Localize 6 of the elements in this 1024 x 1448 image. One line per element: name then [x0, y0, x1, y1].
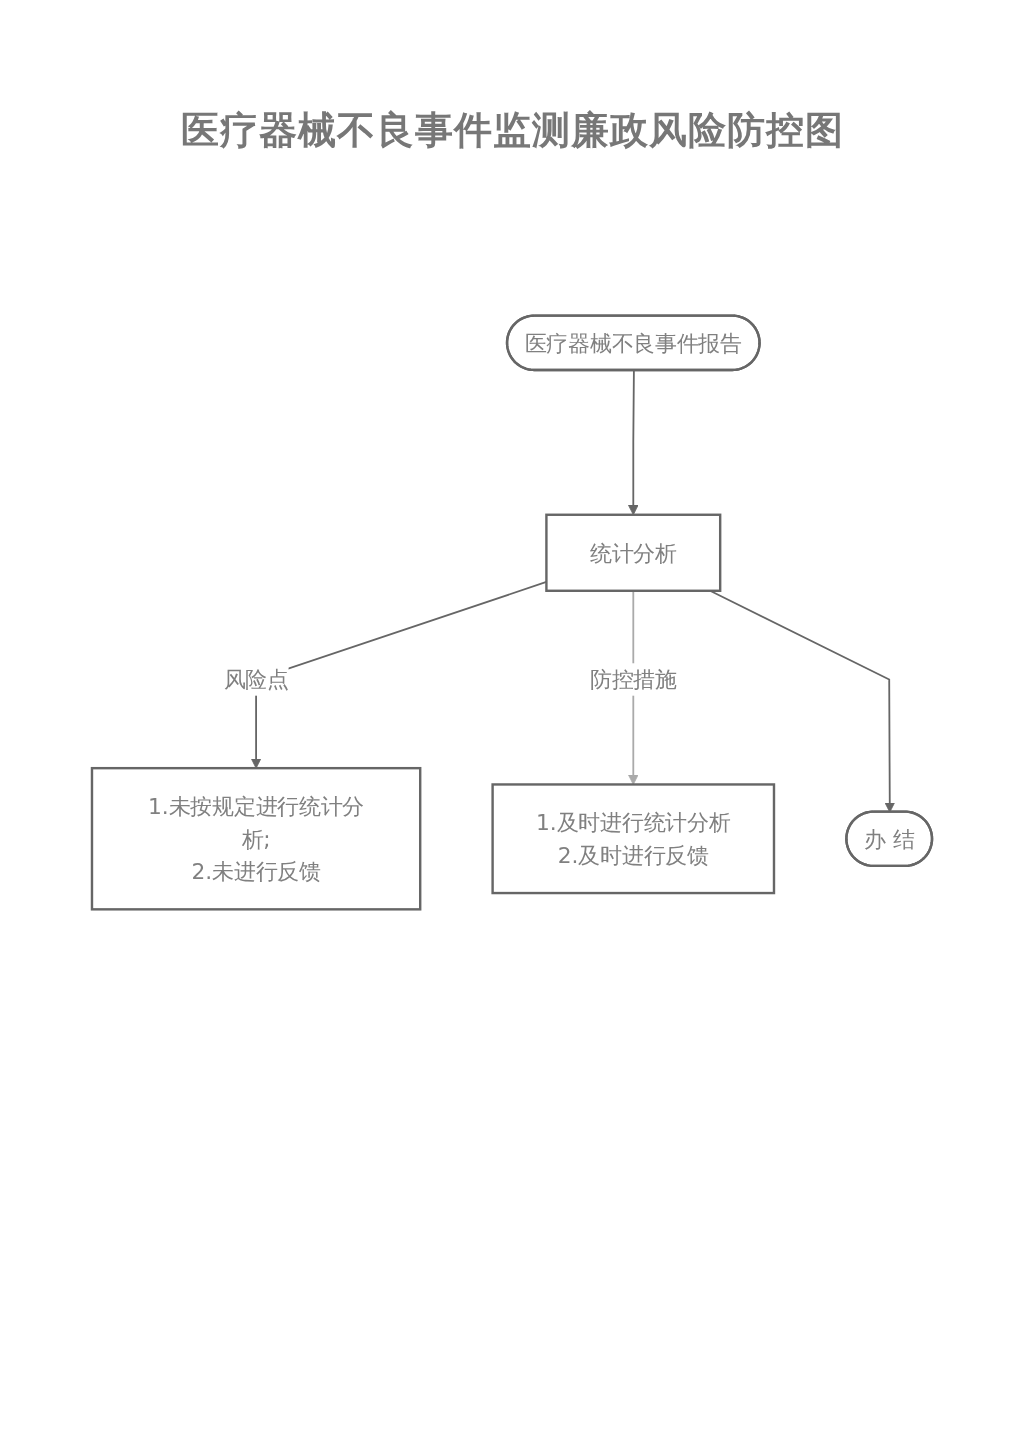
node-box: 1.及时进行统计分析 2.及时进行反馈 [491, 783, 776, 895]
edge-label: 风险点 [223, 666, 289, 693]
diagram-title: 医疗器械不良事件监测廉政风险防控图 [179, 106, 845, 154]
node-box: 1.未按规定进行统计分析; 2.未进行反馈 [90, 766, 422, 911]
node-box: 统计分析 [545, 513, 722, 592]
edge-label: 防控措施 [589, 666, 677, 693]
